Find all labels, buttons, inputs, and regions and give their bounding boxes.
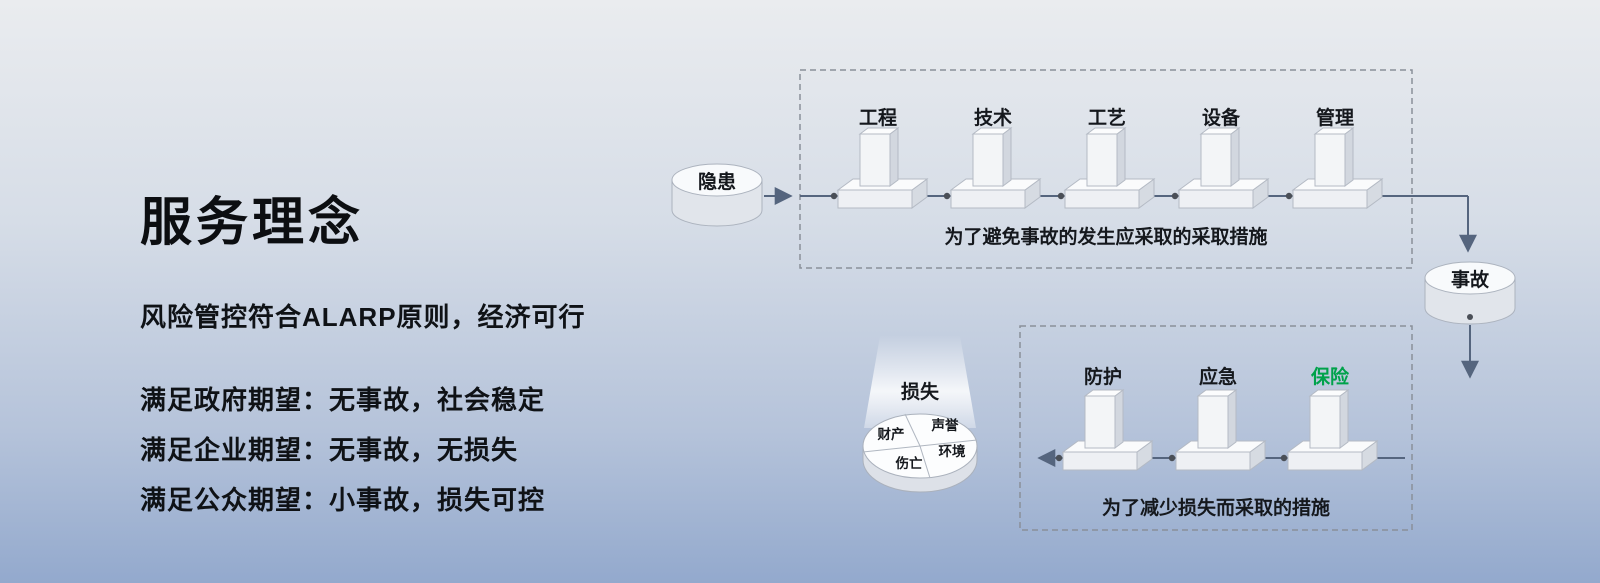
hazard-label: 隐患 [698, 170, 736, 193]
expectation-enterprise: 满足企业期望：无事故，无损失 [140, 435, 519, 465]
barrier-block [943, 127, 1041, 209]
mitigation-barrier-label: 应急 [1199, 365, 1237, 388]
prevention-barrier-label: 技术 [974, 106, 1012, 129]
expectation-list: 满足政府期望：无事故，社会稳定 满足企业期望：无事故，无损失 满足公众期望：小事… [140, 380, 700, 517]
barrier-block [1285, 127, 1383, 209]
barrier-block [830, 127, 928, 209]
loss-segment-label: 伤亡 [895, 455, 924, 471]
loss-segment-label: 财产 [877, 426, 905, 442]
expectation-public: 满足公众期望：小事故，损失可控 [140, 485, 546, 515]
pie-divider [904, 413, 921, 447]
loss-segment-label: 声誉 [931, 417, 960, 433]
prevention-barrier-label: 管理 [1316, 106, 1354, 129]
pie-divider [919, 445, 931, 479]
accident-pivot-dot [1467, 314, 1473, 320]
prevention-caption: 为了避免事故的发生应采取的采取措施 [944, 225, 1267, 248]
loss-segment-label: 环境 [939, 443, 967, 459]
pie-divider [919, 439, 978, 447]
page-title: 服务理念 [140, 194, 365, 252]
subtitle: 风险管控符合ALARP原则，经济可行 [140, 302, 586, 332]
expectation-government: 满足政府期望：无事故，社会稳定 [140, 385, 546, 415]
accident-label: 事故 [1451, 268, 1490, 291]
left-text-panel: 服务理念 风险管控符合ALARP原则，经济可行 满足政府期望：无事故，社会稳定 … [140, 180, 700, 530]
mitigation-caption: 为了减少损失而采取的措施 [1102, 496, 1330, 519]
prevention-box [799, 69, 1413, 269]
barrier-block [1057, 127, 1155, 209]
prevention-barrier-label: 工程 [859, 107, 897, 129]
loss-glow [864, 336, 976, 428]
pie-divider [862, 445, 921, 453]
mitigation-barrier-label: 防护 [1084, 365, 1122, 388]
barrier-block [1171, 127, 1269, 209]
barrier-block [1280, 389, 1378, 471]
barrier-block [1168, 389, 1266, 471]
loss-pie [862, 413, 978, 493]
barrier-block [1055, 389, 1153, 471]
prevention-barrier-label: 设备 [1202, 106, 1241, 129]
prevention-barrier-label: 工艺 [1088, 107, 1126, 129]
loss-label: 损失 [901, 380, 940, 403]
mitigation-barrier-label-insurance: 保险 [1310, 365, 1350, 388]
mitigation-box [1019, 325, 1413, 531]
